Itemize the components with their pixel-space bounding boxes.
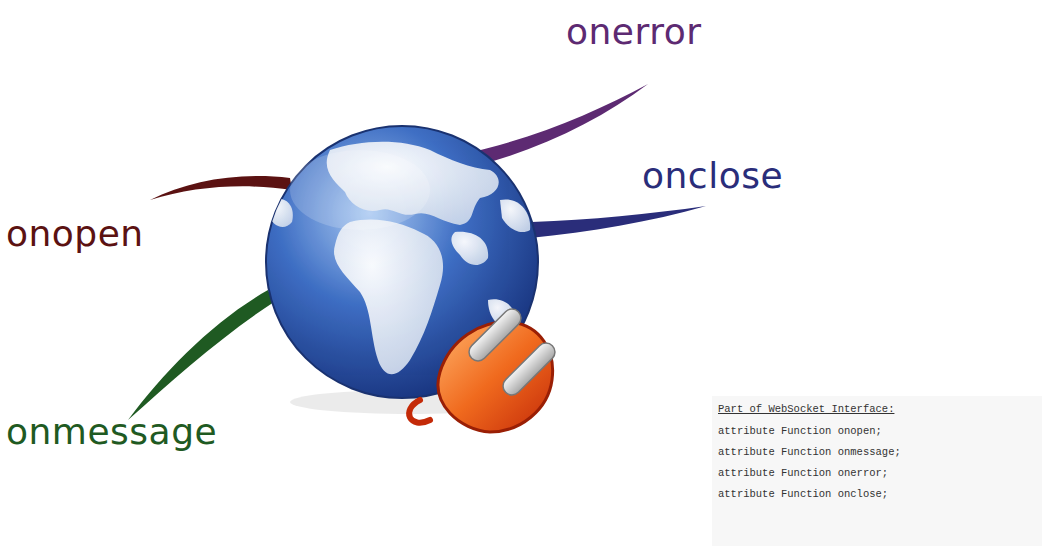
event-label: onclose <box>642 158 783 194</box>
code-line: attribute Function onclose; <box>718 489 888 500</box>
code-line: attribute Function onmessage; <box>718 447 901 458</box>
swoosh-onmessage <box>128 290 274 420</box>
code-line: attribute Function onopen; <box>718 426 882 437</box>
event-label: onopen <box>6 216 144 252</box>
swoosh-onopen <box>150 176 292 200</box>
swoosh-onclose <box>530 206 706 238</box>
event-label: onerror <box>566 14 702 50</box>
code-line: attribute Function onerror; <box>718 468 888 479</box>
swoosh-onerror <box>464 84 648 168</box>
plug-icon <box>438 305 559 432</box>
event-label: onmessage <box>6 414 217 450</box>
code-heading: Part of WebSocket Interface: <box>718 404 894 415</box>
